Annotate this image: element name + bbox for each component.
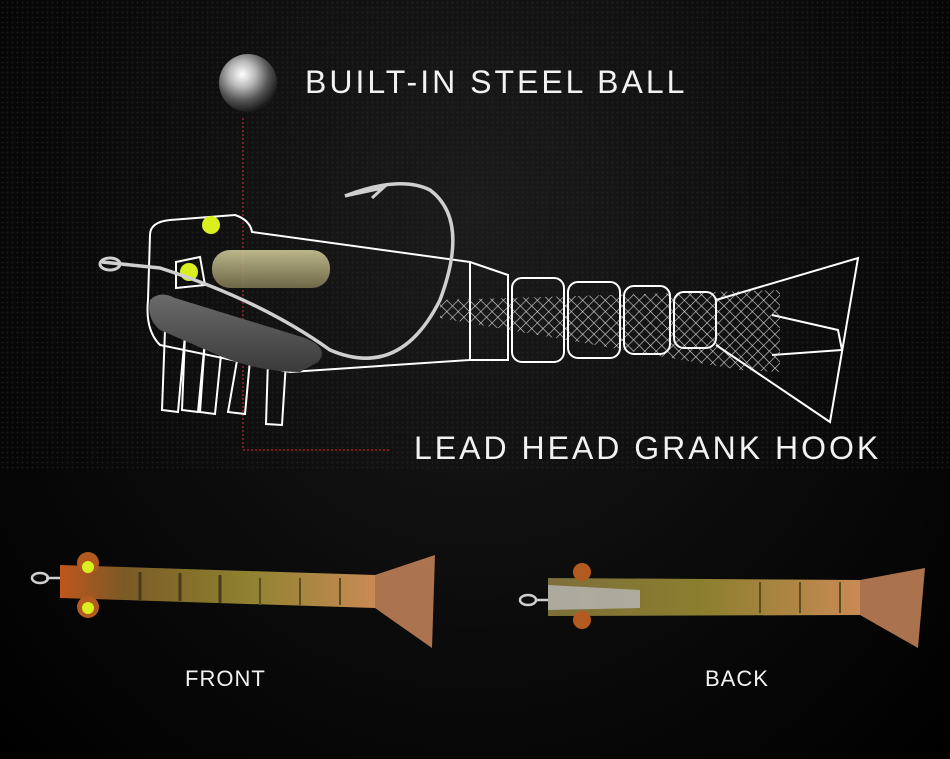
steel-ball-icon	[219, 54, 277, 112]
dot-texture	[0, 0, 950, 470]
hook-barb	[344, 185, 389, 200]
eye-top-icon	[202, 216, 220, 234]
ball-capsule	[212, 250, 330, 288]
mesh-core	[440, 290, 780, 372]
back-view-label: BACK	[705, 666, 769, 691]
lead-head	[149, 294, 322, 372]
front-view-label: FRONT	[185, 666, 266, 691]
front-lure	[30, 552, 435, 648]
hook-icon	[101, 182, 455, 360]
hook-callout: LEAD HEAD GRANK HOOK	[414, 430, 882, 466]
hook-eye-icon	[98, 256, 122, 272]
steel-ball-callout: BUILT-IN STEEL BALL	[305, 64, 688, 100]
leader-line	[242, 118, 390, 451]
back-lure	[518, 563, 925, 648]
